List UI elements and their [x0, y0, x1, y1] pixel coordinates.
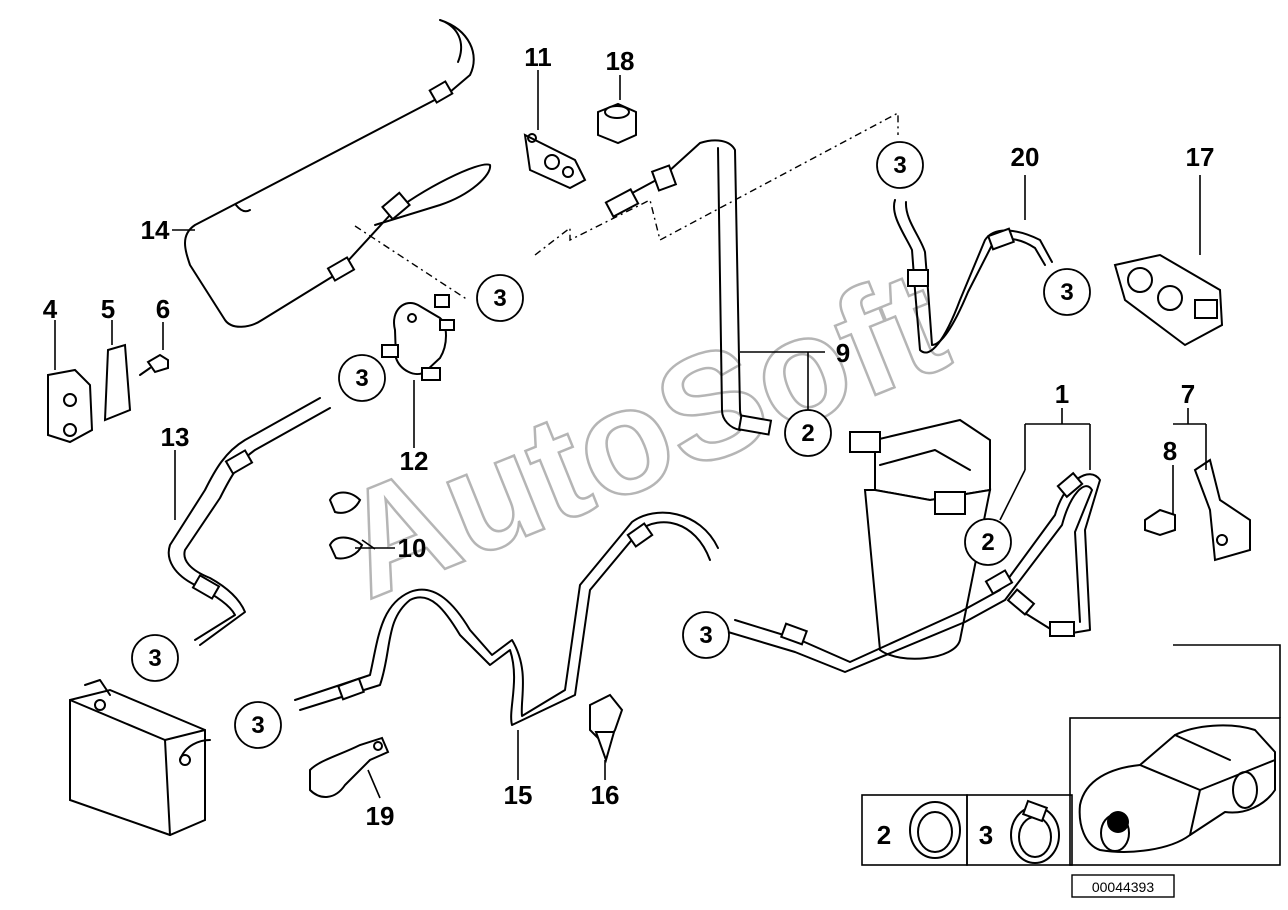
- valve-12: [381, 294, 455, 381]
- leader-lines: [54, 70, 1207, 799]
- svg-text:3: 3: [699, 622, 712, 649]
- svg-text:3: 3: [893, 152, 906, 179]
- callout-3: 3: [682, 611, 730, 659]
- pipe-14: [184, 19, 492, 328]
- circled-callouts: 3 3 3 3 3 3 3 2 2: [131, 141, 1091, 749]
- part-number-6: 6: [156, 294, 170, 324]
- reference-line: [534, 111, 899, 256]
- legend: 2 3: [861, 794, 1073, 866]
- part-number-20: 20: [1011, 142, 1040, 172]
- legend-label-3: 3: [979, 820, 993, 850]
- nut-18: [597, 102, 637, 145]
- callout-3: 3: [234, 701, 282, 749]
- part-number-19: 19: [366, 801, 395, 831]
- part-number-14: 14: [141, 215, 170, 245]
- clamp-19: [309, 736, 390, 798]
- callout-3: 3: [476, 274, 524, 322]
- part-number-16: 16: [591, 780, 620, 810]
- svg-text:3: 3: [1060, 279, 1073, 306]
- svg-text:00044393: 00044393: [1092, 879, 1155, 895]
- location-marker-icon: [1107, 811, 1129, 833]
- seal-ring-icon: [909, 801, 961, 859]
- part-number-8: 8: [1163, 436, 1177, 466]
- callout-3: 3: [131, 634, 179, 682]
- part-number-11: 11: [524, 42, 552, 72]
- bracket-11: [523, 133, 587, 190]
- reservoir: [849, 418, 992, 660]
- hose-1: [727, 471, 1101, 673]
- part-numbers: 11 18 14 4 5 6 13 12 10 15 16 19 9 1 7 8…: [43, 42, 1215, 831]
- callout-2: 2: [784, 409, 832, 457]
- part-number-17: 17: [1186, 142, 1215, 172]
- clip-4: [47, 368, 94, 444]
- svg-text:3: 3: [148, 645, 161, 672]
- oil-cooler: [69, 679, 211, 837]
- bracket-5: [103, 343, 132, 422]
- part-number-4: 4: [43, 294, 58, 324]
- clip-10: [328, 491, 364, 560]
- part-number-13: 13: [161, 422, 190, 452]
- svg-text:2: 2: [981, 529, 994, 556]
- part-number-10: 10: [398, 533, 427, 563]
- car-locator: [1069, 644, 1281, 866]
- hose-13: [167, 397, 331, 646]
- part-number-5: 5: [101, 294, 115, 324]
- part-number-1: 1: [1055, 379, 1069, 409]
- callout-3: 3: [1043, 268, 1091, 316]
- part-number-12: 12: [400, 446, 429, 476]
- callout-2: 2: [964, 518, 1012, 566]
- svg-text:3: 3: [355, 365, 368, 392]
- part-number-9: 9: [836, 338, 850, 368]
- reference-line: [354, 225, 469, 301]
- svg-text:3: 3: [251, 712, 264, 739]
- part-number-15: 15: [504, 780, 533, 810]
- callout-3: 3: [876, 141, 924, 189]
- hose-20: [893, 199, 1053, 354]
- svg-text:3: 3: [493, 285, 506, 312]
- bracket-7: [1193, 458, 1251, 562]
- hose-clamp-icon: [1010, 799, 1060, 864]
- hose-15: [294, 511, 719, 726]
- diagram-id: 00044393: [1071, 874, 1175, 898]
- clip-16: [589, 693, 624, 764]
- svg-text:2: 2: [801, 420, 814, 447]
- pipe-9: [604, 139, 773, 436]
- callout-3: 3: [338, 354, 386, 402]
- part-number-7: 7: [1181, 379, 1195, 409]
- part-number-18: 18: [606, 46, 635, 76]
- car-outline-icon: [1078, 724, 1276, 853]
- nut-8: [1144, 508, 1176, 537]
- legend-label-2: 2: [877, 820, 891, 850]
- bracket-17: [1113, 253, 1224, 347]
- bolt-6: [139, 353, 169, 376]
